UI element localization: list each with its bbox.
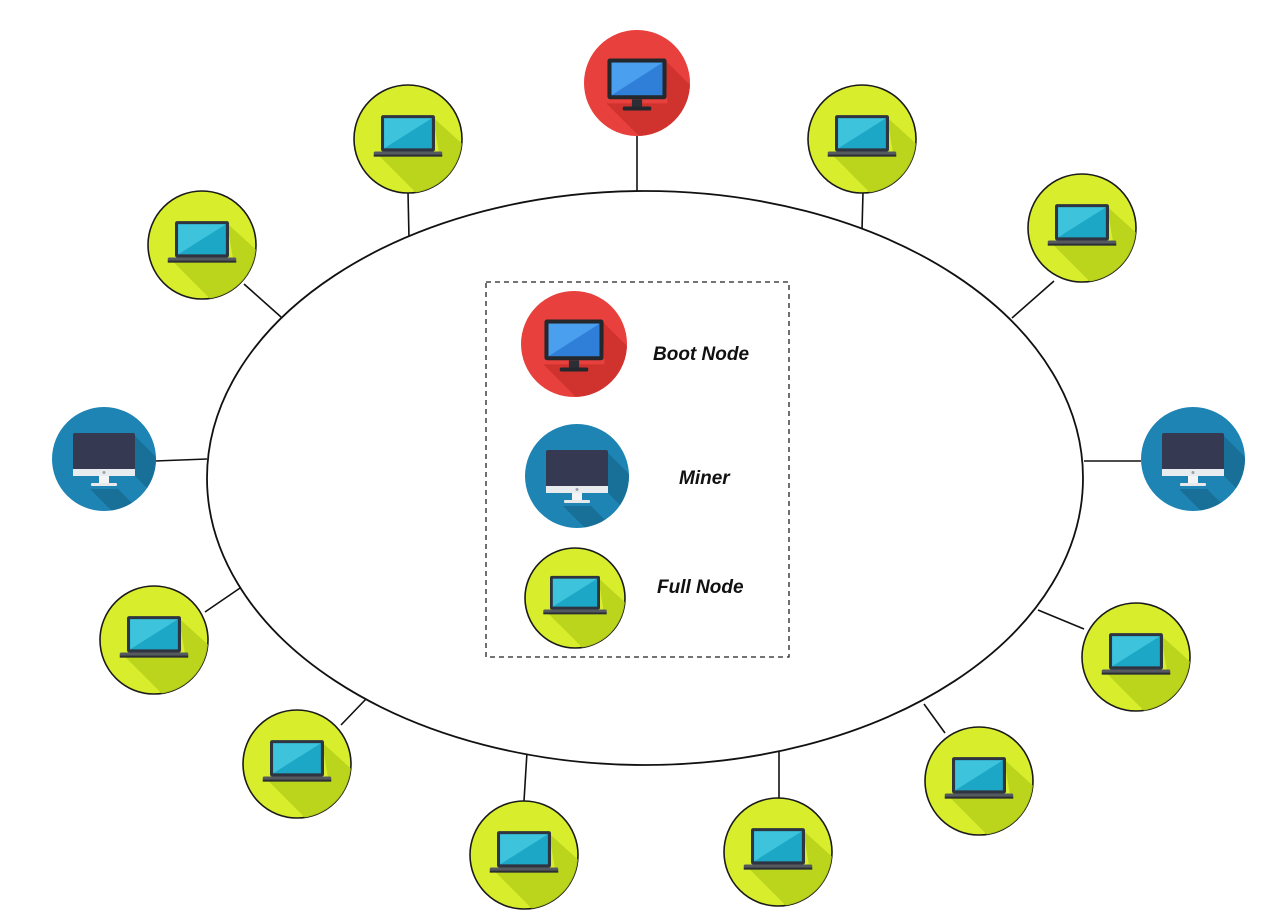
legend-label-boot: Boot Node (653, 344, 749, 365)
full-node (1081, 602, 1191, 712)
connector-line (923, 703, 946, 734)
laptop-icon (119, 616, 189, 658)
full-node (353, 84, 463, 194)
legend-icon-miner (525, 424, 629, 528)
legend-label-full: Full Node (657, 577, 744, 598)
imac-icon (1162, 433, 1224, 486)
laptop-icon (167, 221, 237, 263)
connector-line (407, 191, 410, 239)
full-node (469, 800, 579, 910)
full-node (242, 709, 352, 819)
laptop-icon (373, 115, 443, 157)
connector-line (243, 283, 282, 318)
full-node (147, 190, 257, 300)
connector-line (861, 191, 864, 231)
miner-node (1141, 407, 1245, 511)
laptop-icon (944, 757, 1014, 799)
imac-icon (546, 450, 608, 503)
imac-icon (73, 433, 135, 486)
connector-line (204, 585, 244, 613)
connector-line (154, 458, 208, 462)
full-node (807, 84, 917, 194)
desktop-monitor-icon (544, 319, 604, 372)
miner-node (52, 407, 156, 511)
laptop-icon (1047, 204, 1117, 246)
legend-icons (521, 291, 629, 649)
laptop-icon (543, 575, 607, 615)
full-node (924, 726, 1034, 836)
legend-label-miner: Miner (679, 468, 731, 489)
laptop-icon (743, 828, 813, 870)
laptop-icon (1101, 633, 1171, 675)
connector-line (523, 751, 528, 802)
connector-line (340, 698, 367, 726)
laptop-icon (827, 115, 897, 157)
legend-icon-full (524, 547, 626, 649)
full-node (723, 797, 833, 907)
boot-node (584, 30, 690, 136)
connector-line (1037, 609, 1085, 630)
full-node (99, 585, 209, 695)
connector-lines (154, 136, 1141, 802)
desktop-monitor-icon (607, 58, 667, 111)
laptop-icon (262, 740, 332, 782)
laptop-icon (489, 831, 559, 873)
connector-line (1011, 280, 1055, 319)
